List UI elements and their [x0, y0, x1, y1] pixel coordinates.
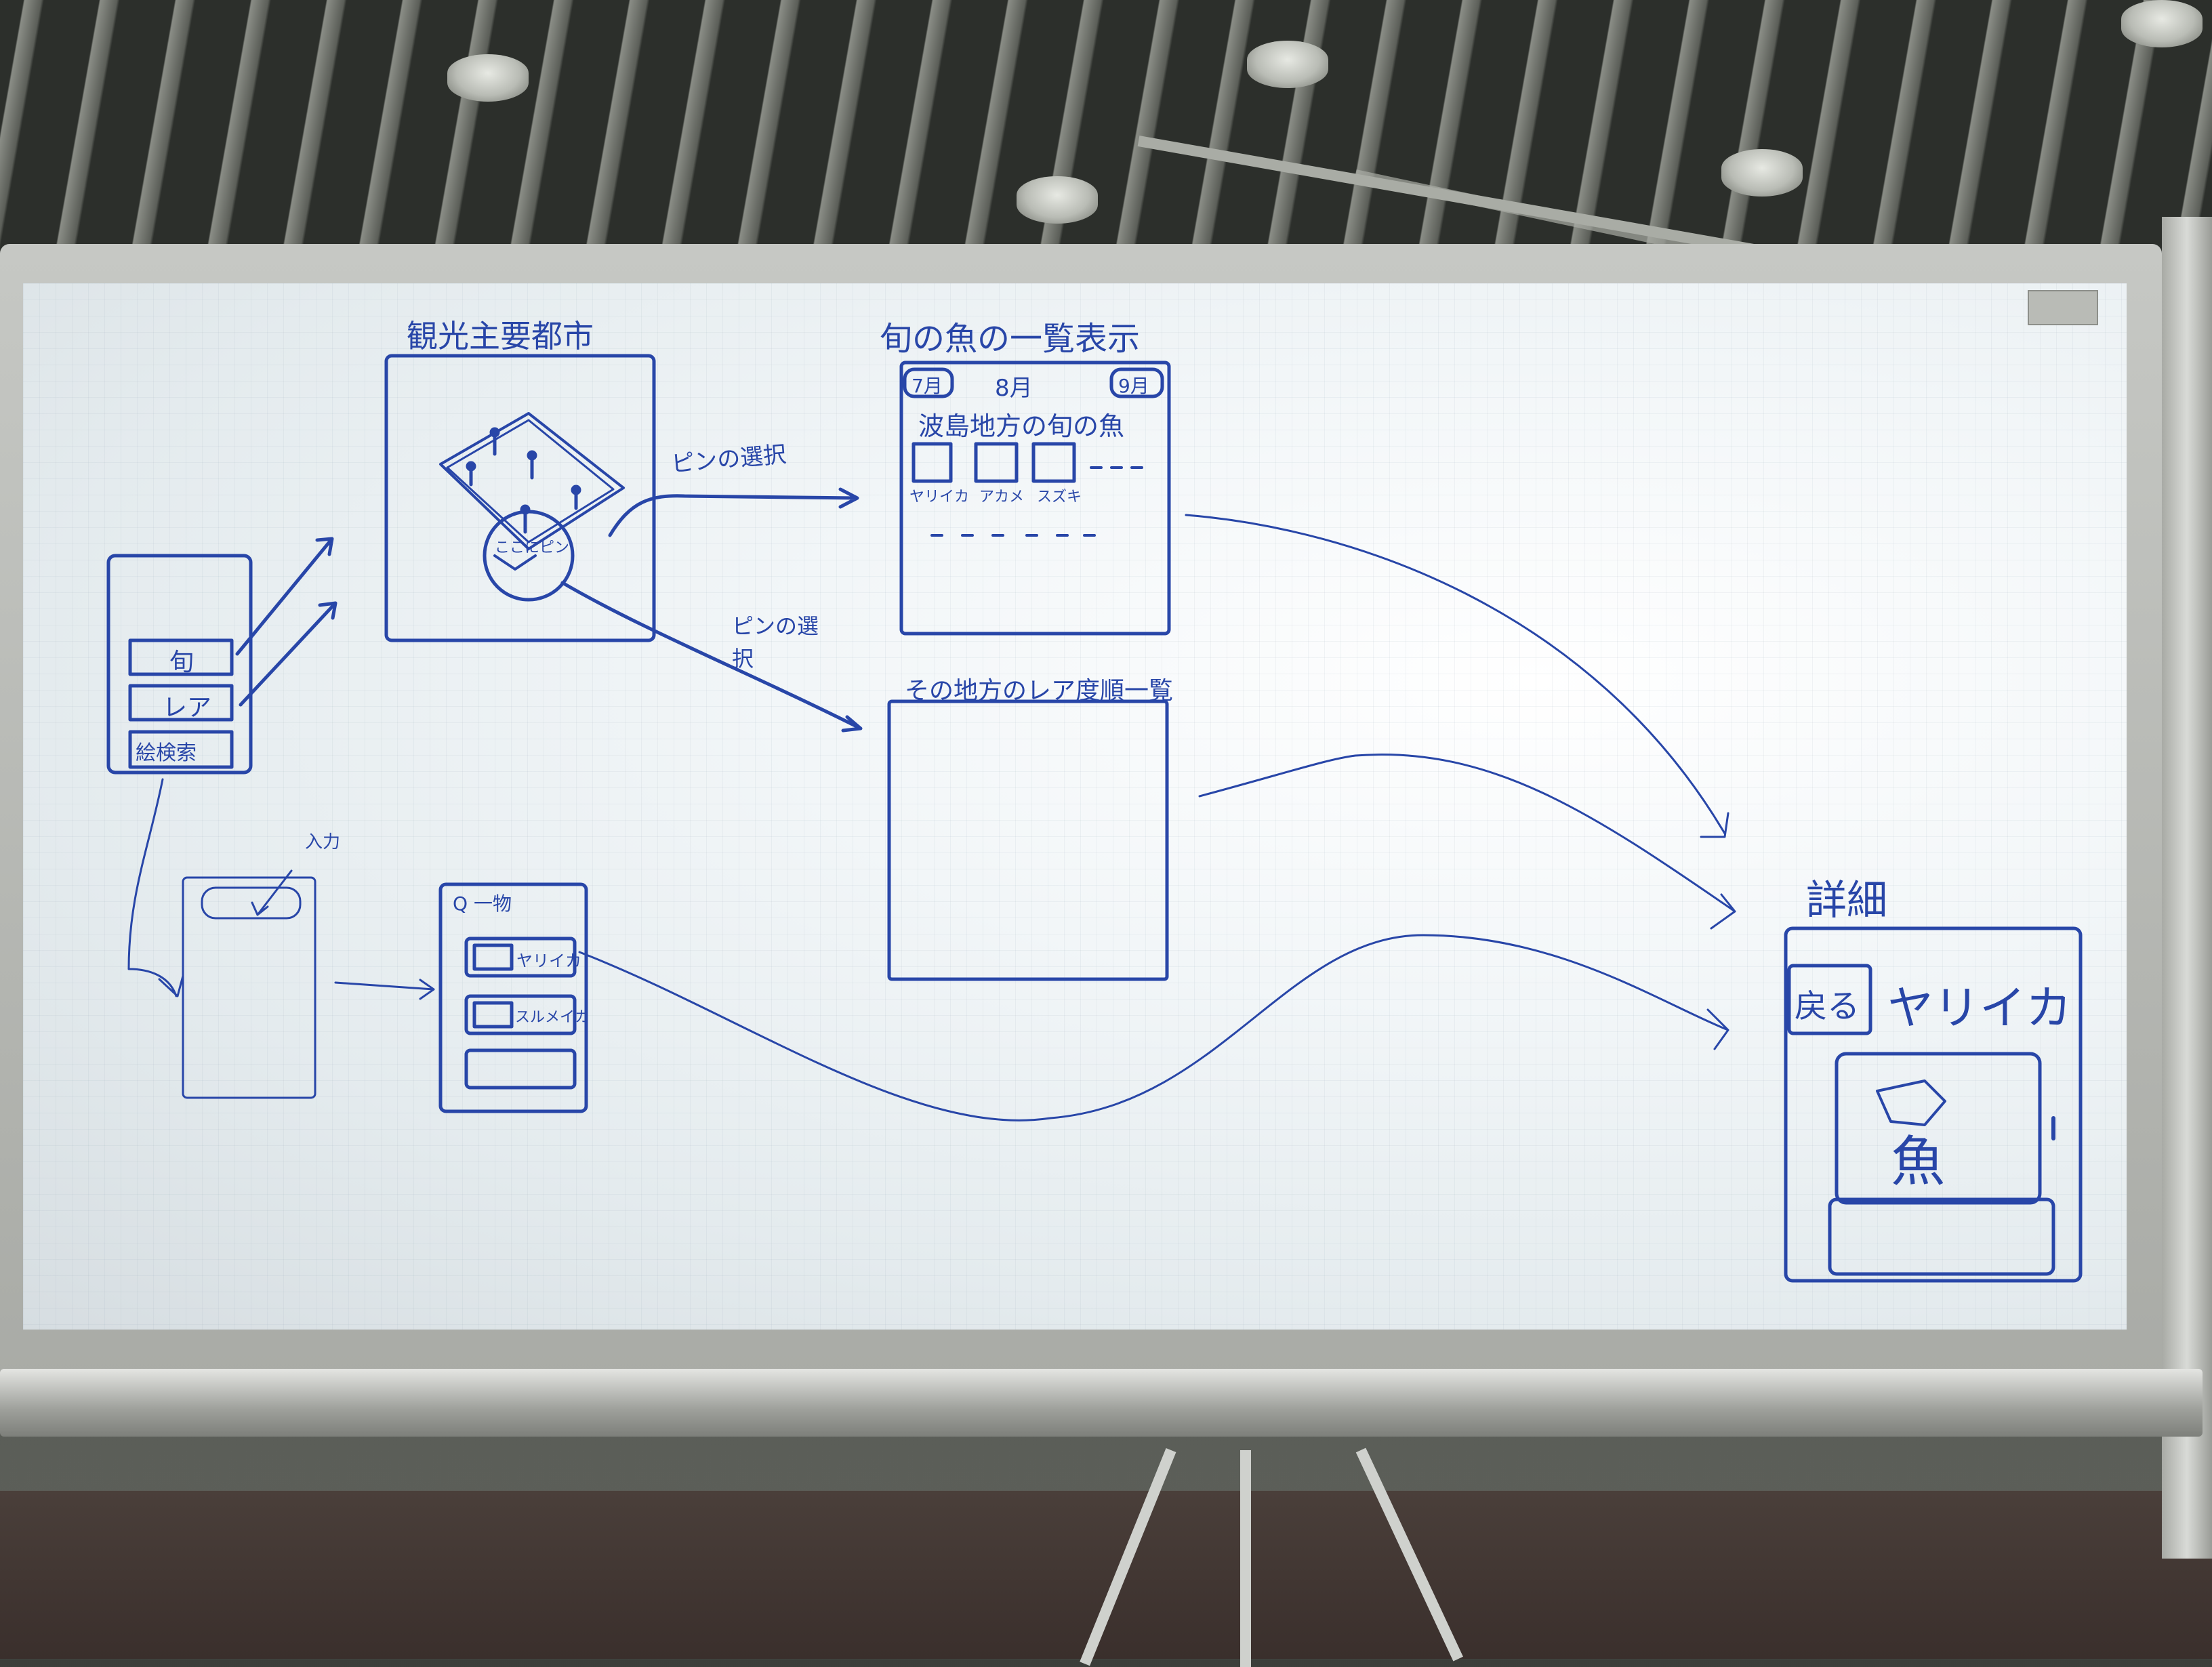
- detail-image-frame: [1835, 1052, 2042, 1205]
- arrow-label-pin-select-2: ピンの選択: [732, 613, 819, 672]
- fish-name-1: ヤリイカ: [909, 489, 970, 506]
- home-phone-outline: [106, 554, 253, 775]
- detail-title: 詳細: [1806, 877, 1887, 924]
- arrow-to-map-2: [239, 601, 337, 707]
- prev-month-tab: [903, 367, 954, 398]
- home-menu-button-3: [128, 730, 234, 769]
- result-row-3: [464, 1048, 577, 1090]
- result-thumb-1: [472, 943, 514, 971]
- arrow-to-map-1: [235, 537, 334, 656]
- pin-popup-circle: [483, 510, 575, 602]
- prev-month-label[interactable]: 7月: [912, 375, 943, 397]
- detail-screen-outline: [1784, 926, 2083, 1283]
- fish-name-3: スズキ: [1037, 489, 1082, 506]
- arrow-rare-to-detail: [1198, 754, 1736, 930]
- map-diamond: [439, 412, 625, 550]
- home-menu-item-rare[interactable]: レア: [163, 694, 212, 722]
- seasonal-subtitle: 波島地方の旬の魚: [918, 411, 1125, 441]
- results-header: Q 一物: [453, 892, 512, 915]
- search-input-note: 入力: [305, 832, 341, 852]
- rare-list-title: その地方のレア度順一覧: [905, 677, 1174, 705]
- result-row-1: [464, 937, 577, 978]
- home-menu-button-2: [128, 684, 234, 722]
- stand-leg: [1240, 1450, 1251, 1667]
- ceiling-light: [2121, 0, 2203, 47]
- fish-sketch: [1876, 1079, 1946, 1126]
- arrow-map-to-rare: [560, 581, 863, 733]
- fish-name-2: アカメ: [979, 489, 1025, 506]
- next-month-label[interactable]: 9月: [1118, 375, 1149, 397]
- result-thumb-2: [472, 1001, 514, 1029]
- result-label-2[interactable]: スルメイカ: [515, 1009, 590, 1026]
- fish-thumb-2: [974, 442, 1019, 483]
- arrow-search-to-detail: [578, 934, 1729, 1121]
- home-menu-item-picture-search[interactable]: 絵検索: [136, 741, 197, 765]
- results-screen-outline: [438, 882, 588, 1113]
- arrow-home-to-search: [127, 778, 184, 997]
- rare-list-outline: [887, 699, 1169, 981]
- result-row-2: [464, 994, 577, 1035]
- pin-popup-label: ここにピン: [495, 539, 570, 556]
- whiteboard-stand-post: [2162, 217, 2212, 1559]
- seasonal-list-outline: [899, 361, 1171, 636]
- seasonal-list-title: 旬の魚の一覧表示: [880, 320, 1141, 358]
- ceiling: [0, 0, 2212, 258]
- ceiling-light: [1017, 176, 1098, 224]
- arrow-seasonal-to-detail: [1185, 514, 1729, 838]
- detail-fish-name: ヤリイカ: [1887, 982, 2072, 1035]
- marker-tray: [0, 1369, 2203, 1437]
- detail-description-box: [1828, 1197, 2055, 1276]
- search-input-box: [201, 886, 302, 920]
- floor: [0, 1491, 2212, 1659]
- arrow-map-to-seasonal: [608, 487, 859, 537]
- arrow-search-to-results: [334, 979, 435, 1000]
- current-month-label: 8月: [995, 375, 1033, 402]
- result-label-1[interactable]: ヤリイカ: [516, 951, 581, 970]
- ceiling-light: [1247, 41, 1328, 88]
- ceiling-light: [1721, 149, 1803, 197]
- whiteboard-eraser: [2028, 290, 2098, 325]
- detail-back-button: [1787, 964, 1872, 1035]
- search-screen-outline: [182, 876, 316, 1099]
- home-menu-item-seasonal[interactable]: 旬: [169, 649, 194, 676]
- fish-thumb-1: [912, 442, 953, 483]
- detail-back-label[interactable]: 戻る: [1795, 987, 1860, 1025]
- map-screen-title: 観光主要都市: [407, 318, 594, 354]
- ceiling-light: [447, 54, 529, 102]
- detail-image-caption: 魚: [1891, 1130, 1945, 1193]
- fish-thumb-3: [1031, 442, 1076, 483]
- next-month-tab: [1109, 367, 1164, 398]
- home-menu-button-1: [128, 638, 234, 676]
